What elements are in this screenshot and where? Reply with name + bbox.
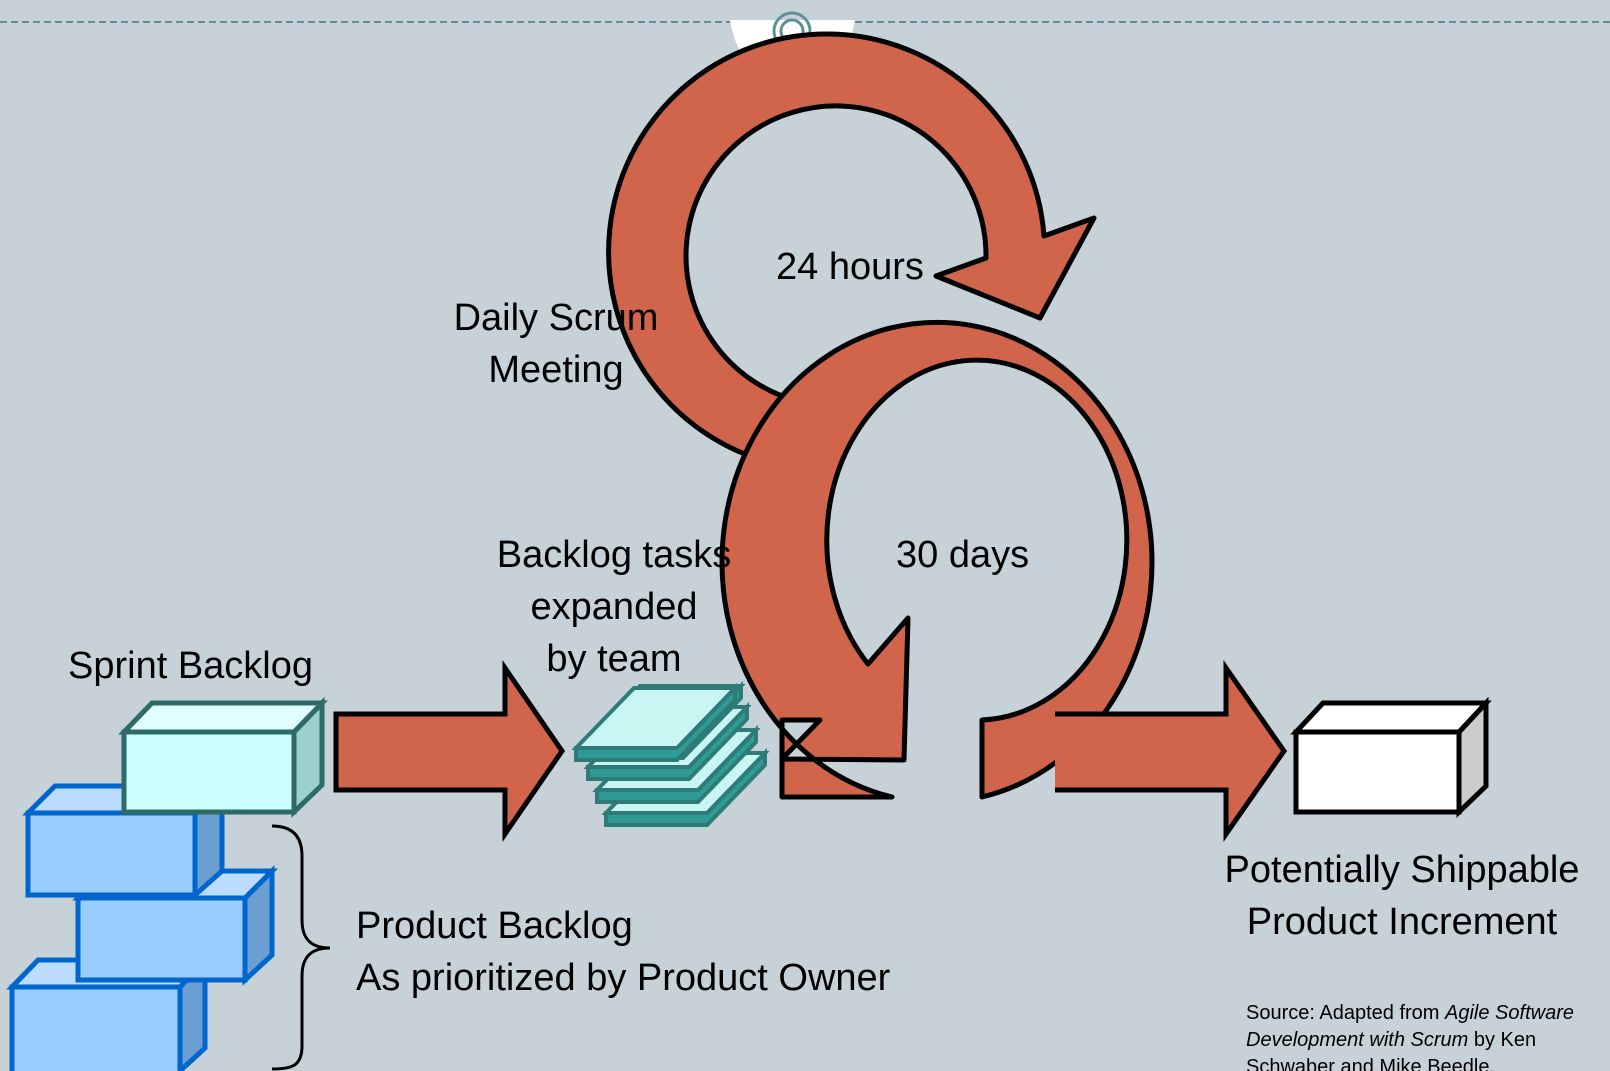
product-backlog-line-2: As prioritized by Product Owner — [356, 957, 891, 999]
backlog-tasks-line-3: by team — [546, 638, 682, 680]
hours-label: 24 hours — [776, 246, 924, 288]
source-citation: Source: Adapted from Agile Software Deve… — [1246, 1000, 1586, 1071]
task-stack — [571, 681, 770, 827]
source-suffix: by Ken Schwaber and Mike Beedle. — [1246, 1029, 1537, 1071]
daily-cycle-arrow — [606, 31, 1097, 469]
product-increment-box — [1290, 696, 1492, 818]
daily-scrum-line-1: Daily Scrum — [453, 297, 659, 339]
daily-scrum-line-2: Meeting — [488, 349, 624, 391]
product-backlog-line-1: Product Backlog — [356, 905, 633, 947]
source-prefix: Source: Adapted from — [1246, 1002, 1446, 1024]
sprint-backlog-label: Sprint Backlog — [68, 645, 314, 687]
product-increment-line-1: Potentially Shippable — [1224, 849, 1580, 891]
sprint-cycle-arrow — [719, 319, 1155, 800]
daily-scrum-label: Daily Scrum Meeting — [440, 292, 672, 396]
days-label: 30 days — [896, 534, 1030, 576]
source-book-title: Agile Software Development with Scrum — [1246, 1002, 1574, 1051]
product-backlog-brace — [271, 824, 331, 1071]
arrow-to-increment — [1055, 660, 1288, 842]
backlog-tasks-line-2: expanded — [530, 586, 698, 628]
product-backlog-blocks — [6, 779, 279, 1071]
backlog-tasks-label: Backlog tasks expanded by team — [464, 529, 764, 685]
sprint-backlog-box — [118, 696, 328, 818]
product-backlog-block-2 — [72, 864, 279, 986]
product-increment-line-2: Product Increment — [1246, 901, 1558, 943]
product-backlog-label: Product Backlog As prioritized by Produc… — [356, 900, 890, 1004]
product-increment-label: Potentially Shippable Product Increment — [1196, 844, 1608, 948]
task-card-1 — [571, 683, 740, 762]
backlog-tasks-line-1: Backlog tasks — [496, 534, 732, 576]
arrow-to-tasks — [333, 659, 566, 843]
